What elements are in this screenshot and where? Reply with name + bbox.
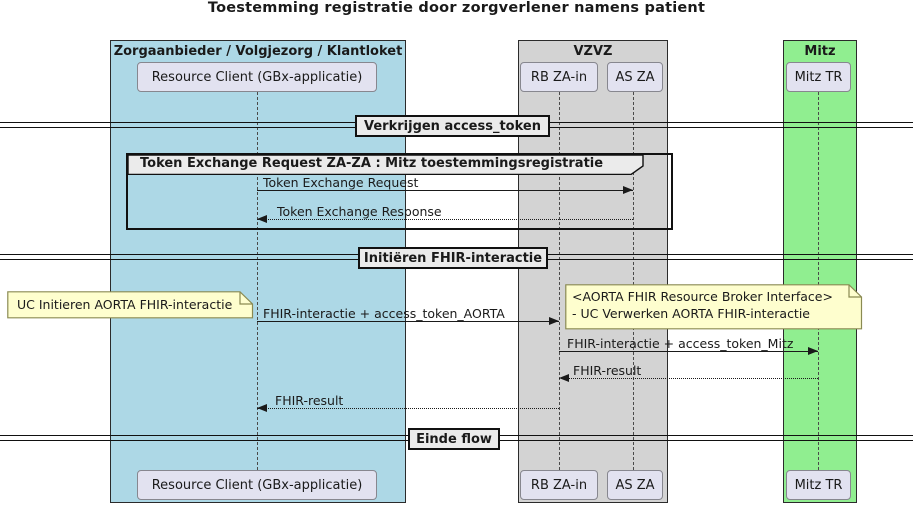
participant-rb-za-in-top: RB ZA-in <box>520 62 598 92</box>
participant-as-za-bottom: AS ZA <box>607 470 663 500</box>
message-label-fhir-result-mitz: FHIR-result <box>573 363 642 378</box>
note-uc-initieren-text: UC Initieren AORTA FHIR-interactie <box>17 297 233 312</box>
note-broker-interface-line2: - UC Verwerken AORTA FHIR-interactie <box>572 306 811 321</box>
divider-verkrijgen-access-token: Verkrijgen access_token <box>355 115 550 137</box>
container-mitz-title: Mitz <box>804 44 836 59</box>
arrowhead-right-icon <box>623 186 633 194</box>
message-label-fhir-result-client: FHIR-result <box>275 393 344 408</box>
note-uc-initieren-shape <box>7 291 254 319</box>
participant-mitz-tr-bottom: Mitz TR <box>786 470 851 500</box>
message-line-fhir-interactie-mitz <box>559 351 818 352</box>
participant-resource-client-top: Resource Client (GBx-applicatie) <box>137 62 377 92</box>
message-line-fhir-result-client <box>257 408 559 409</box>
arrowhead-left-icon <box>257 404 267 412</box>
divider-einde-flow: Einde flow <box>408 428 500 450</box>
group-header-pentagon <box>128 155 644 175</box>
arrowhead-left-icon <box>559 374 569 382</box>
container-vzvz-title: VZVZ <box>573 44 613 59</box>
container-vzvz: VZVZ <box>518 40 668 503</box>
lifeline-rb-za-in <box>559 92 560 470</box>
message-line-fhir-result-mitz <box>559 378 818 379</box>
note-broker-interface-line1: <AORTA FHIR Resource Broker Interface> <box>572 289 833 304</box>
participant-rb-za-in-bottom: RB ZA-in <box>520 470 598 500</box>
divider-initieren-fhir-interactie: Initiëren FHIR-interactie <box>358 247 548 269</box>
arrowhead-right-icon <box>808 347 818 355</box>
group-header-label: Token Exchange Request ZA-ZA : Mitz toes… <box>140 156 604 171</box>
participant-mitz-tr-top: Mitz TR <box>786 62 851 92</box>
arrowhead-right-icon <box>549 317 559 325</box>
container-zorgaanbieder-title: Zorgaanbieder / Volgjezorg / Klantloket <box>113 44 403 59</box>
lifeline-resource-client <box>257 92 258 470</box>
message-label-token-exchange-request: Token Exchange Request <box>263 175 419 190</box>
message-label-fhir-interactie-mitz: FHIR-interactie + access_token_Mitz <box>567 336 794 351</box>
message-line-token-exchange-request <box>257 190 633 191</box>
message-label-token-exchange-response: Token Exchange Response <box>277 204 442 219</box>
participant-as-za-top: AS ZA <box>607 62 663 92</box>
lifeline-as-za <box>633 92 634 470</box>
message-label-fhir-interactie-aorta: FHIR-interactie + access_token_AORTA <box>263 306 505 321</box>
group-frame-token-exchange <box>126 153 673 230</box>
message-line-token-exchange-response <box>257 219 633 220</box>
note-broker-interface-shape <box>565 284 863 330</box>
lifeline-mitz-tr <box>818 92 819 470</box>
arrowhead-left-icon <box>257 215 267 223</box>
message-line-fhir-interactie-aorta <box>257 321 559 322</box>
container-zorgaanbieder: Zorgaanbieder / Volgjezorg / Klantloket <box>110 40 406 503</box>
participant-resource-client-bottom: Resource Client (GBx-applicatie) <box>137 470 377 500</box>
container-mitz: Mitz <box>783 40 857 503</box>
diagram-title: Toestemming registratie door zorgverlene… <box>207 0 706 16</box>
